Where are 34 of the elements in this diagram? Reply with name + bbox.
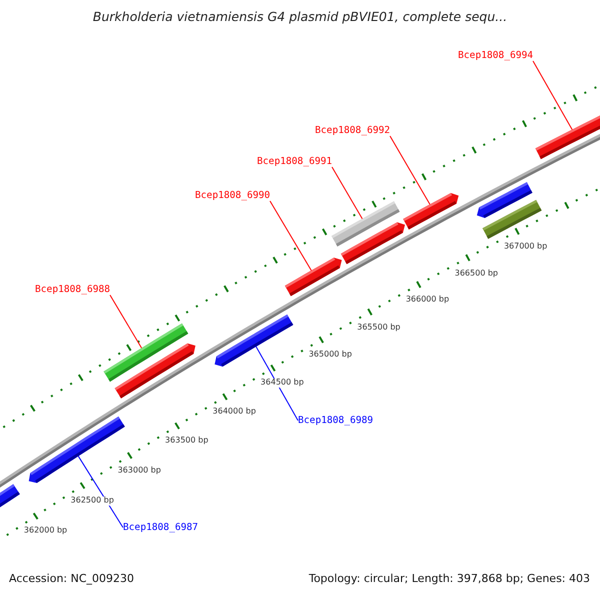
leader-line xyxy=(256,346,298,421)
map-title: Burkholderia vietnamiensis G4 plasmid pBVIE01, complete sequ... xyxy=(92,10,508,24)
leader-line xyxy=(270,200,312,271)
leader-line xyxy=(332,166,363,220)
scale-label: 364000 bp xyxy=(212,408,256,416)
scale-label: 362000 bp xyxy=(24,526,68,536)
annotation-bar xyxy=(0,484,20,508)
gene-label: Bcep1808_6991 xyxy=(257,156,332,167)
gene-label: Bcep1808_6994 xyxy=(458,50,534,61)
annotation-bar xyxy=(482,200,542,239)
scale-label: 363500 bp xyxy=(165,436,208,446)
scale-label: 365000 bp xyxy=(308,350,352,360)
leader-line xyxy=(78,456,124,528)
scale-label: 367000 bp xyxy=(504,242,548,252)
gene-feature xyxy=(214,314,294,367)
leader-line xyxy=(532,60,573,130)
accession-text: Accession: NC_009230 xyxy=(9,573,134,586)
scale-label: 364500 bp xyxy=(260,379,304,388)
gene-label: Bcep1808_6990 xyxy=(195,190,270,201)
gene-feature xyxy=(284,258,342,296)
gene-label: Bcep1808_6987 xyxy=(123,522,198,533)
gene-feature xyxy=(340,222,405,264)
gene-label: Bcep1808_6988 xyxy=(35,284,110,295)
scale-label: 366000 bp xyxy=(406,296,450,305)
leader-line xyxy=(390,136,430,205)
scale-label: 363000 bp xyxy=(118,466,161,476)
annotation-bar xyxy=(535,116,600,160)
gene-feature xyxy=(114,343,196,398)
gene-label: Bcep1808_6989 xyxy=(298,414,374,426)
gene-label: Bcep1808_6992 xyxy=(315,124,390,136)
summary-text: Topology: circular; Length: 397,868 bp; Genes: 403 xyxy=(308,573,590,586)
scale-label: 366500 bp xyxy=(454,269,498,278)
gene-feature xyxy=(403,193,459,230)
leader-line xyxy=(110,294,142,349)
